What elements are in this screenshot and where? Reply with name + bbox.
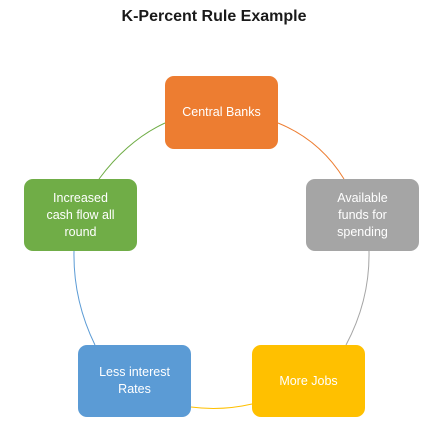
node-central-banks: Central Banks (165, 76, 278, 149)
connector-central-to-available (277, 122, 345, 180)
connector-increased-to-central (98, 122, 166, 180)
node-more-jobs: More Jobs (252, 345, 365, 417)
connector-available-to-jobs (345, 250, 370, 346)
node-available-funds: Available funds for spending (306, 179, 419, 251)
connector-interest-to-increased (73, 250, 96, 346)
diagram-title: K-Percent Rule Example (121, 8, 307, 25)
connector-jobs-to-interest (190, 403, 253, 409)
node-increased-cash: Increased cash flow all round (24, 179, 137, 251)
node-less-interest: Less interest Rates (78, 345, 191, 417)
